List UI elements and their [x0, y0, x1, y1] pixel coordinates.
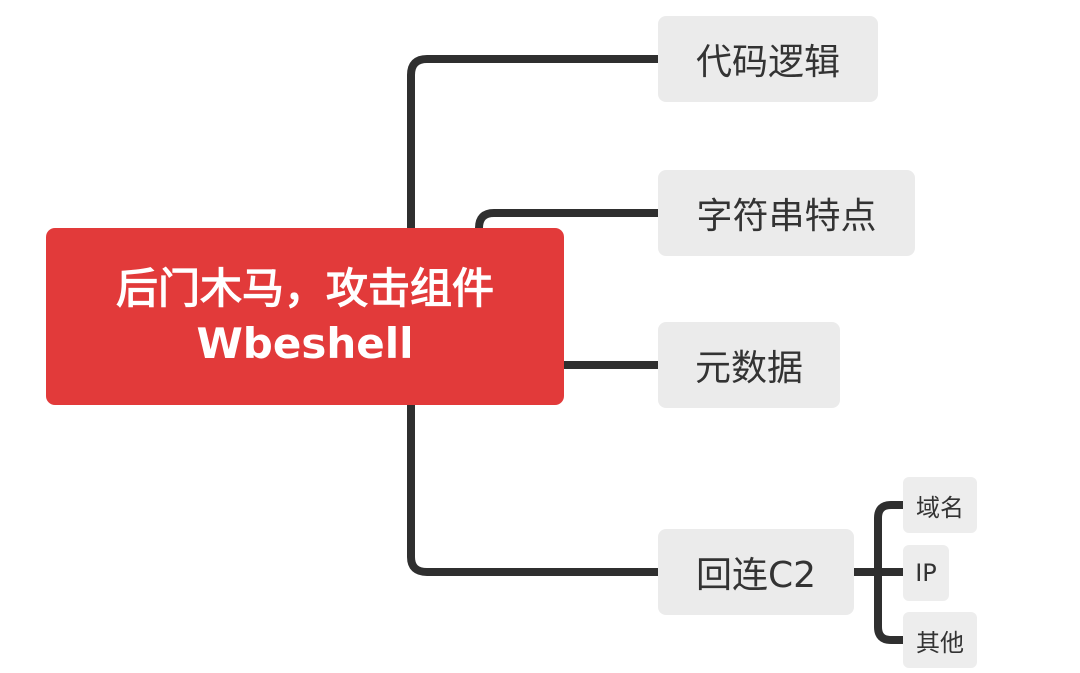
- branch-label: 回连C2: [695, 555, 817, 596]
- connector-code-logic: [407, 55, 662, 232]
- branch-label: 字符串特点: [696, 196, 877, 237]
- leaf-node-domain[interactable]: 域名: [903, 477, 977, 533]
- branch-node-string-features[interactable]: 字符串特点: [658, 170, 915, 256]
- leaf-label: IP: [915, 559, 937, 587]
- branch-node-callback-c2[interactable]: 回连C2: [658, 529, 854, 615]
- connector-c2-other: [874, 568, 907, 644]
- leaf-label: 其他: [916, 628, 964, 657]
- branch-node-code-logic[interactable]: 代码逻辑: [658, 16, 878, 102]
- leaf-label: 域名: [916, 493, 964, 522]
- branch-node-metadata[interactable]: 元数据: [658, 322, 840, 408]
- root-title: 后门木马，攻击组件: [115, 263, 494, 313]
- root-node[interactable]: 后门木马，攻击组件 Wbeshell: [46, 228, 564, 405]
- connector-callback-c2: [407, 401, 662, 576]
- branch-label: 元数据: [694, 348, 803, 389]
- connector-c2-domain: [874, 501, 907, 576]
- leaf-node-ip[interactable]: IP: [903, 545, 949, 601]
- root-subtitle: Wbeshell: [196, 318, 414, 368]
- branch-label: 代码逻辑: [695, 42, 840, 83]
- leaf-node-other[interactable]: 其他: [903, 612, 977, 668]
- connector-string-features: [475, 209, 662, 232]
